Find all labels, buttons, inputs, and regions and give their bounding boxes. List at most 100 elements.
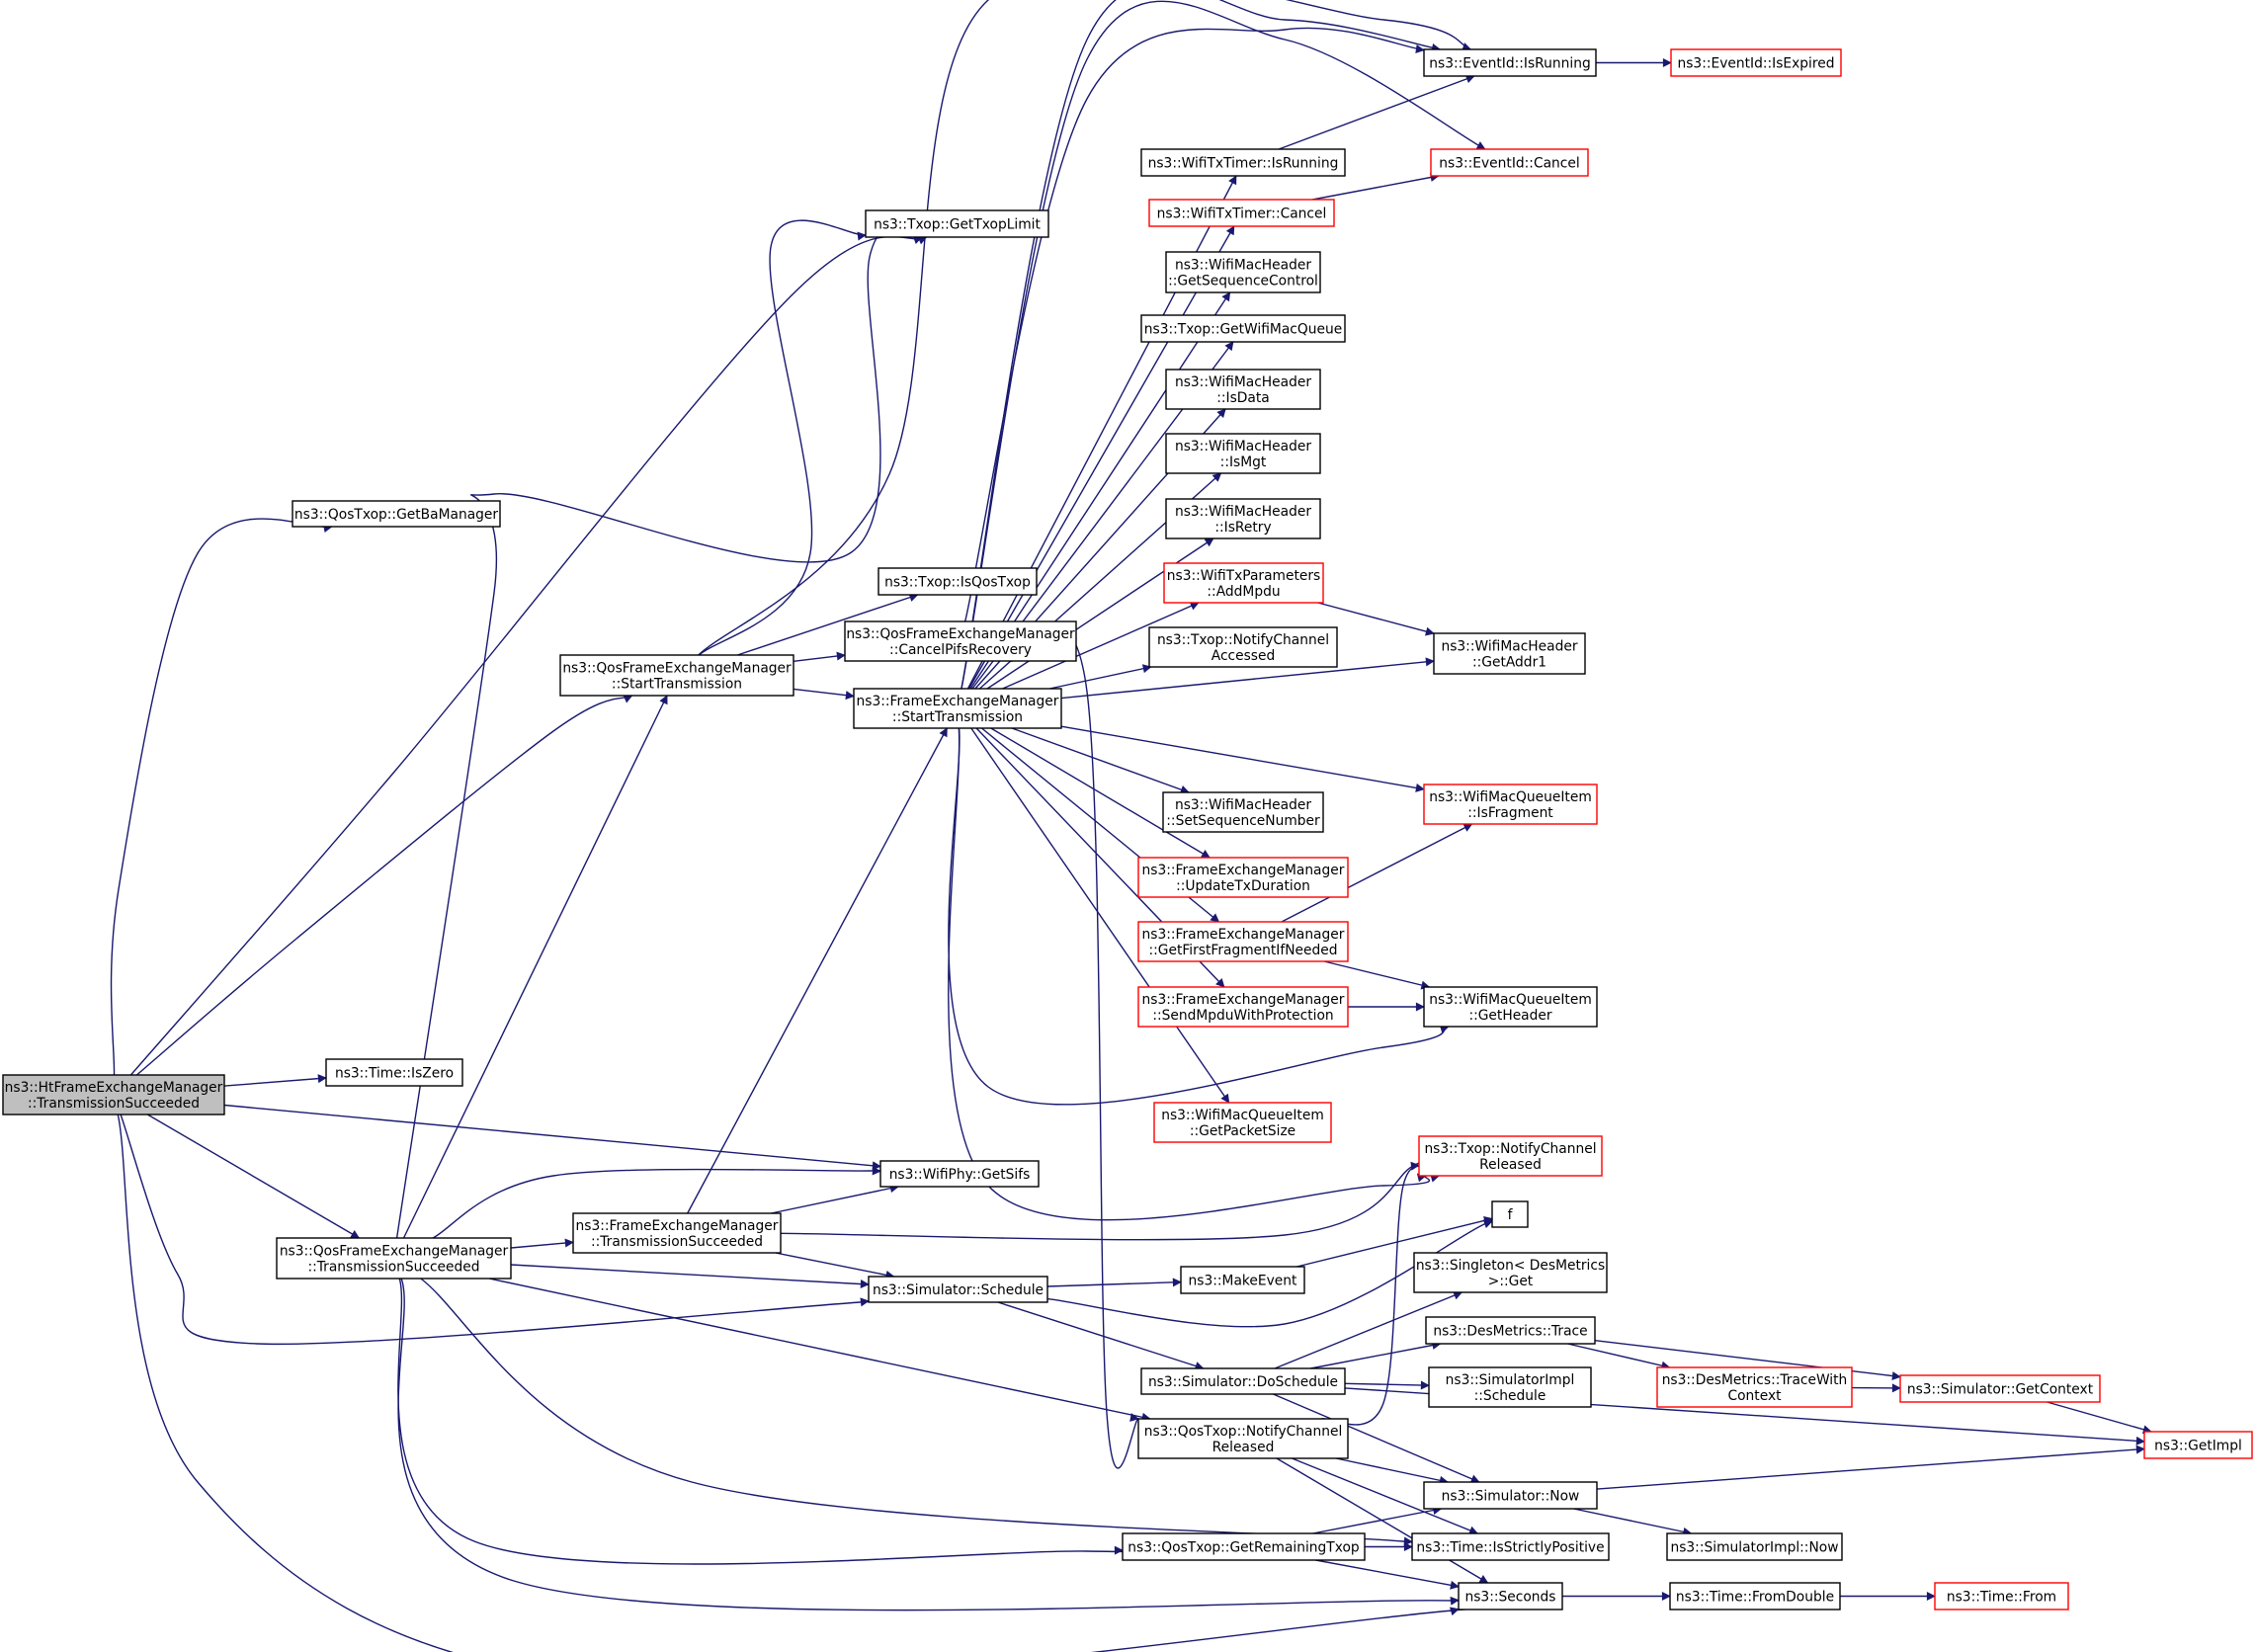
node-label: ns3::WifiTxTimer::IsRunning <box>1148 156 1339 172</box>
node-label: ns3::FrameExchangeManager <box>576 1218 779 1234</box>
node-getHeader[interactable]: ns3::WifiMacQueueItem::GetHeader <box>1423 986 1598 1028</box>
node-getPacketSize[interactable]: ns3::WifiMacQueueItem::GetPacketSize <box>1153 1102 1332 1143</box>
node-box <box>1137 1418 1349 1459</box>
call-edge-root-to-getTxopLimit <box>129 235 928 1076</box>
node-box <box>1433 632 1586 675</box>
node-qfemStart[interactable]: ns3::QosFrameExchangeManager::StartTrans… <box>559 654 794 697</box>
node-isFragment[interactable]: ns3::WifiMacQueueItem::IsFragment <box>1423 784 1598 825</box>
call-edge-qfemStart-to-cancelPifs <box>793 651 846 662</box>
node-cancelPifs[interactable]: ns3::QosFrameExchangeManager::CancelPifs… <box>844 620 1077 662</box>
node-makeEvent[interactable]: ns3::MakeEvent <box>1180 1266 1305 1294</box>
node-label: ns3::Txop::GetTxopLimit <box>874 217 1041 233</box>
node-implSchedule[interactable]: ns3::SimulatorImpl::Schedule <box>1428 1366 1592 1408</box>
node-getImpl[interactable]: ns3::GetImpl <box>2143 1431 2253 1459</box>
node-label: ::GetAddr1 <box>1472 655 1546 671</box>
node-isData[interactable]: ns3::WifiMacHeader::IsData <box>1165 369 1321 410</box>
node-getTxopLimit[interactable]: ns3::Txop::GetTxopLimit <box>865 209 1049 238</box>
node-box <box>1934 1582 2069 1611</box>
node-box <box>1413 1252 1608 1293</box>
node-now[interactable]: ns3::Simulator::Now <box>1423 1481 1598 1510</box>
node-getWifiMacQueue[interactable]: ns3::Txop::GetWifiMacQueue <box>1140 314 1346 343</box>
node-label: Released <box>1479 1157 1542 1173</box>
node-getContext[interactable]: ns3::Simulator::GetContext <box>1899 1374 2101 1403</box>
node-box <box>1423 48 1597 77</box>
node-doSchedule[interactable]: ns3::Simulator::DoSchedule <box>1140 1367 1346 1395</box>
node-label: ns3::FrameExchangeManager <box>857 694 1059 709</box>
node-eventIsExpired[interactable]: ns3::EventId::IsExpired <box>1670 48 1842 77</box>
node-eventCancel[interactable]: ns3::EventId::Cancel <box>1430 148 1589 177</box>
node-fromDouble[interactable]: ns3::Time::FromDouble <box>1669 1582 1841 1611</box>
node-setSeqNum[interactable]: ns3::WifiMacHeader::SetSequenceNumber <box>1162 791 1324 833</box>
node-box <box>865 209 1049 238</box>
node-addMpdu[interactable]: ns3::WifiTxParameters::AddMpdu <box>1163 562 1324 604</box>
node-root: ns3::HtFrameExchangeManager::Transmissio… <box>2 1074 225 1115</box>
node-schedule[interactable]: ns3::Simulator::Schedule <box>868 1276 1048 1303</box>
node-label: ns3::WifiMacQueueItem <box>1429 992 1592 1008</box>
node-seconds[interactable]: ns3::Seconds <box>1458 1582 1563 1611</box>
node-implNow[interactable]: ns3::SimulatorImpl::Now <box>1666 1532 1843 1561</box>
call-edge-root-to-qfemSucc <box>146 1114 361 1239</box>
node-txTimerCancel[interactable]: ns3::WifiTxTimer::Cancel <box>1148 199 1335 227</box>
node-label: ::Schedule <box>1474 1388 1546 1404</box>
node-getAddr1[interactable]: ns3::WifiMacHeader::GetAddr1 <box>1433 632 1586 675</box>
call-edge-femSucc-to-getSifs <box>771 1184 899 1214</box>
node-getSifs[interactable]: ns3::WifiPhy::GetSifs <box>879 1160 1040 1188</box>
node-label: ::TransmissionSucceeded <box>307 1260 479 1276</box>
call-edge-femStart-to-txTimerCancel <box>967 225 1235 690</box>
node-eventIsRunning[interactable]: ns3::EventId::IsRunning <box>1423 48 1597 77</box>
node-updateTxDur[interactable]: ns3::FrameExchangeManager::UpdateTxDurat… <box>1137 857 1349 898</box>
node-singletonGet[interactable]: ns3::Singleton< DesMetrics >::Get <box>1413 1252 1608 1293</box>
node-label: ::CancelPifsRecovery <box>889 642 1032 658</box>
node-timeFrom[interactable]: ns3::Time::From <box>1934 1582 2069 1611</box>
node-box <box>1140 1367 1346 1395</box>
node-box <box>325 1058 463 1087</box>
node-box <box>292 500 501 528</box>
node-isQosTxop[interactable]: ns3::Txop::IsQosTxop <box>877 567 1038 596</box>
node-timeIsZero[interactable]: ns3::Time::IsZero <box>325 1058 463 1087</box>
node-getFirstFrag[interactable]: ns3::FrameExchangeManager::GetFirstFragm… <box>1137 921 1349 962</box>
node-isRetry[interactable]: ns3::WifiMacHeader::IsRetry <box>1165 498 1321 539</box>
node-label: ns3::Simulator::GetContext <box>1907 1382 2094 1398</box>
call-edge-femStart-to-getHeader <box>948 727 1450 1106</box>
node-box <box>868 1276 1048 1303</box>
node-label: ns3::EventId::IsRunning <box>1429 56 1590 72</box>
call-edge-qfemSucc-to-isStrictlyPos <box>420 1278 1460 1547</box>
node-box <box>1423 784 1598 825</box>
node-isStrictlyPos[interactable]: ns3::Time::IsStrictlyPositive <box>1411 1532 1610 1561</box>
node-label: ::UpdateTxDuration <box>1176 878 1310 894</box>
node-isMgt[interactable]: ns3::WifiMacHeader::IsMgt <box>1165 433 1321 474</box>
node-getRemTxop[interactable]: ns3::QosTxop::GetRemainingTxop <box>1122 1532 1366 1561</box>
node-label: ::SendMpduWithProtection <box>1152 1008 1333 1024</box>
node-label: ns3::MakeEvent <box>1189 1274 1297 1289</box>
node-box <box>1418 1135 1603 1177</box>
node-femStart[interactable]: ns3::FrameExchangeManager::StartTransmis… <box>853 688 1062 729</box>
node-box <box>853 688 1062 729</box>
node-txTimerIsRunning[interactable]: ns3::WifiTxTimer::IsRunning <box>1140 148 1346 177</box>
call-edge-qfemSucc-to-getRemTxop <box>397 1278 1145 1565</box>
node-label: ns3::WifiMacQueueItem <box>1161 1108 1324 1123</box>
node-label: ::AddMpdu <box>1207 584 1280 600</box>
call-edge-qfemSucc-to-qfemStart <box>402 695 668 1239</box>
node-getBaManager[interactable]: ns3::QosTxop::GetBaManager <box>292 500 501 528</box>
node-label: ::IsMgt <box>1220 454 1267 470</box>
call-edge-femStart-to-setSeqNum <box>1011 727 1190 794</box>
node-qfemSucc[interactable]: ns3::QosFrameExchangeManager::Transmissi… <box>276 1237 512 1280</box>
call-edge-cancelPifs-to-eventIsRunning <box>964 27 1425 622</box>
node-femSucc[interactable]: ns3::FrameExchangeManager::TransmissionS… <box>572 1212 782 1254</box>
node-label: ns3::Seconds <box>1465 1590 1556 1606</box>
node-getSeqCtrl[interactable]: ns3::WifiMacHeader::GetSequenceControl <box>1165 251 1321 293</box>
node-f[interactable]: f <box>1491 1200 1529 1228</box>
node-label: ns3::Txop::NotifyChannel <box>1424 1141 1596 1157</box>
call-edge-qosNotifyChRel-to-isStrictlyPos <box>1292 1457 1479 1535</box>
call-edge-qfemSucc-to-fem Succ <box>510 1238 574 1249</box>
call-edge-qfemSucc-to-qosNotifyChRel <box>488 1278 1151 1422</box>
node-sendMpdu[interactable]: ns3::FrameExchangeManager::SendMpduWithP… <box>1137 986 1349 1028</box>
call-edge-now-to-implNow <box>1573 1508 1693 1536</box>
node-label: ns3::FrameExchangeManager <box>1142 863 1345 878</box>
node-label: ns3::QosTxop::GetRemainingTxop <box>1128 1540 1359 1556</box>
node-desTrace[interactable]: ns3::DesMetrics::Trace <box>1425 1316 1596 1345</box>
